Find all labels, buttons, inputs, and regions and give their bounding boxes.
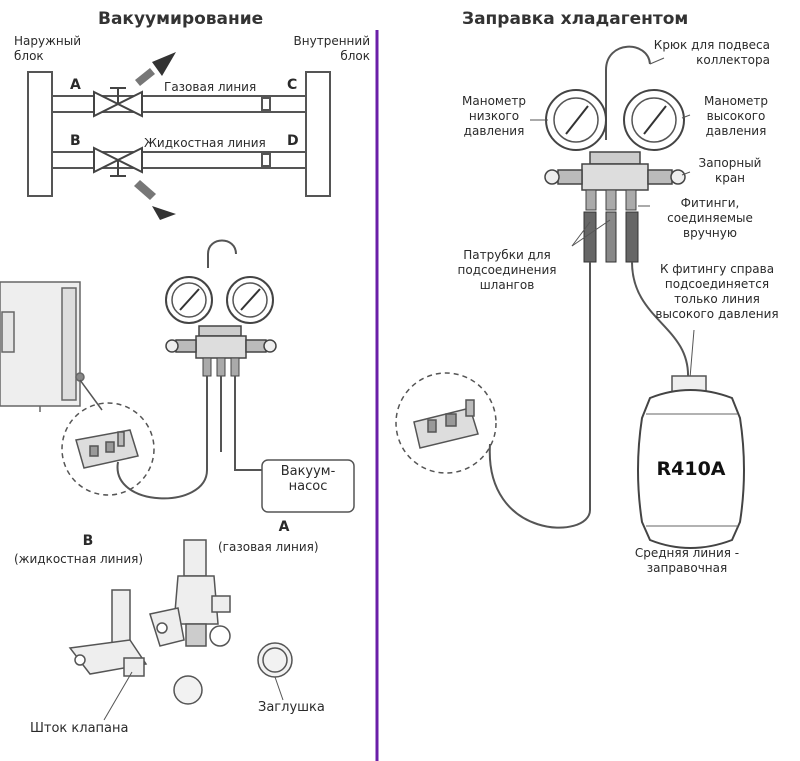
liquid-valve-symbol	[93, 146, 143, 177]
gas-line-label: Газовая линия	[164, 80, 257, 94]
liquid-line-pipe	[52, 151, 306, 169]
letter-b-top: B	[70, 133, 81, 149]
fittings-label: Фитинги, соединяемые вручную	[667, 196, 753, 240]
vacuum-pump-box	[261, 459, 355, 513]
liquid-cap	[173, 675, 203, 705]
gas-line-bottom-label: (газовая линия)	[218, 540, 319, 554]
left-hoses	[116, 376, 262, 500]
indoor-unit-label: Внутренний блок	[293, 34, 370, 63]
liquid-line-label: Жидкостная линия	[144, 136, 266, 150]
low-gauge-label: Манометр низкого давления	[462, 94, 526, 138]
letter-c: C	[287, 77, 298, 93]
letter-a-bottom: A	[278, 519, 290, 535]
left-zoom-circle	[61, 379, 155, 496]
gas-line-pipe	[52, 95, 306, 113]
right-title: Заправка хладагентом	[462, 9, 689, 29]
gas-service-valve	[149, 539, 231, 647]
hose-ports-label: Патрубки для подсоединения шлангов	[457, 248, 557, 292]
cap-label: Заглушка	[258, 700, 325, 715]
high-gauge-label: Манометр высокого давления	[704, 94, 768, 138]
shutoff-valve-label: Запорный кран	[698, 156, 762, 185]
left-title: Вакуумирование	[98, 9, 264, 29]
middle-line-label: Средняя линия - заправочная	[634, 546, 740, 575]
outdoor-unit-illustration	[0, 281, 85, 412]
right-zoom-circle	[395, 372, 497, 474]
left-manifold	[165, 239, 277, 377]
vacuum-pump-label: Вакуум-насос	[280, 464, 336, 494]
tank-label: R410A	[656, 458, 726, 480]
liquid-line-bottom-label: (жидкостная линия)	[14, 552, 144, 566]
hook-label: Крюк для подвеса коллектора	[653, 38, 770, 67]
gas-valve-symbol	[93, 87, 143, 118]
outdoor-unit-box	[27, 71, 53, 197]
refrigerant-tank	[637, 375, 745, 549]
letter-d: D	[287, 133, 299, 149]
upper-arrow-icon	[135, 52, 176, 86]
right-fitting-note: К фитингу справа подсоединяется только л…	[655, 262, 779, 321]
valve-stem-label: Шток клапана	[30, 721, 129, 736]
letter-b-bottom: B	[82, 533, 94, 549]
indoor-unit-box	[305, 71, 331, 197]
outdoor-unit-label: Наружный блок	[14, 34, 82, 63]
bottom-leader-lines	[103, 671, 284, 721]
right-leader-lines	[530, 114, 695, 379]
lower-arrow-icon	[134, 180, 176, 220]
right-hoses	[488, 261, 690, 529]
liquid-service-valve	[68, 589, 148, 677]
gas-cap	[257, 642, 293, 678]
letter-a-top: A	[70, 77, 81, 93]
right-manifold	[544, 45, 686, 263]
